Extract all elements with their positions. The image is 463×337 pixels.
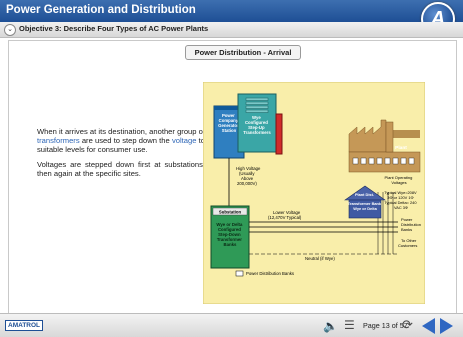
title-bar: Power Generation and Distribution <box>0 0 463 22</box>
refresh-icon[interactable]: ⟳ <box>402 317 413 332</box>
high-voltage-label: High Voltage (Usually Above 200,000V) <box>236 166 262 186</box>
paragraph-1: When it arrives at its destination, anot… <box>37 127 205 154</box>
plant-building-roof <box>348 119 387 153</box>
neutral-label: Neutral (if Wye) <box>305 256 335 261</box>
plant-operating-label: Plant Operating Voltages <box>385 175 414 185</box>
menu-icon[interactable]: ☰ <box>344 318 355 332</box>
plant-dist-transformer <box>348 199 382 219</box>
next-arrow-icon[interactable] <box>440 318 453 334</box>
substation-desc: Wye or Delta Configured Step-Down Transf… <box>216 222 243 247</box>
voltage-link[interactable]: voltage <box>171 136 197 145</box>
power-station-label: Power Company Generator Station <box>218 113 240 133</box>
power-distribution-diagram: Power Company Generator Station Wye Conf… <box>203 82 425 304</box>
mute-icon[interactable]: 🔈 <box>323 319 338 333</box>
stepup-label: Wye Configured Step-Up Transformers <box>243 115 271 135</box>
legend-swatch <box>235 270 244 277</box>
body-text: When it arrives at its destination, anot… <box>37 127 205 184</box>
objective-bar[interactable]: ⌄ Objective 3: Describe Four Types of AC… <box>0 22 463 38</box>
prev-arrow-icon[interactable] <box>422 318 435 334</box>
plant-dist-label: Plant Dist. Transformer Bank Wye or Delt… <box>348 192 382 211</box>
chevron-down-icon[interactable]: ⌄ <box>4 24 16 36</box>
objective-title: Objective 3: Describe Four Types of AC P… <box>19 24 209 33</box>
legend-label: Power Distribution Banks <box>246 271 294 276</box>
footer-bar: AMATROL 🔈 ☰ Page 13 of 57 ⟳ <box>0 313 463 337</box>
plant-label: Plant <box>395 145 407 151</box>
amatrol-brand: AMATROL <box>5 320 44 331</box>
content-panel: Power Distribution - Arrival When it arr… <box>8 40 457 315</box>
page-heading: Power Distribution - Arrival <box>185 45 301 60</box>
paragraph-2: Voltages are stepped down first at subst… <box>37 160 205 178</box>
substation-label: Substation <box>219 210 242 215</box>
plant-building <box>348 151 421 173</box>
plant-chimney-row <box>386 130 420 138</box>
course-title: Power Generation and Distribution <box>6 4 196 16</box>
red-transformer-tank <box>275 113 283 155</box>
to-other-customers-label: To Other Customers <box>398 238 417 248</box>
transformers-link[interactable]: transformers <box>37 136 80 145</box>
substation-building <box>210 205 250 269</box>
page-indicator: Page 13 of 57 <box>363 321 408 330</box>
lower-voltage-label: Lower Voltage (12,470V Typical) <box>268 210 302 220</box>
typical-voltage-label: Typical Wye=208V 3Φ or 120V 1Φ Typical D… <box>384 190 417 210</box>
power-dist-banks-label: Power Distribution Banks <box>401 217 422 232</box>
